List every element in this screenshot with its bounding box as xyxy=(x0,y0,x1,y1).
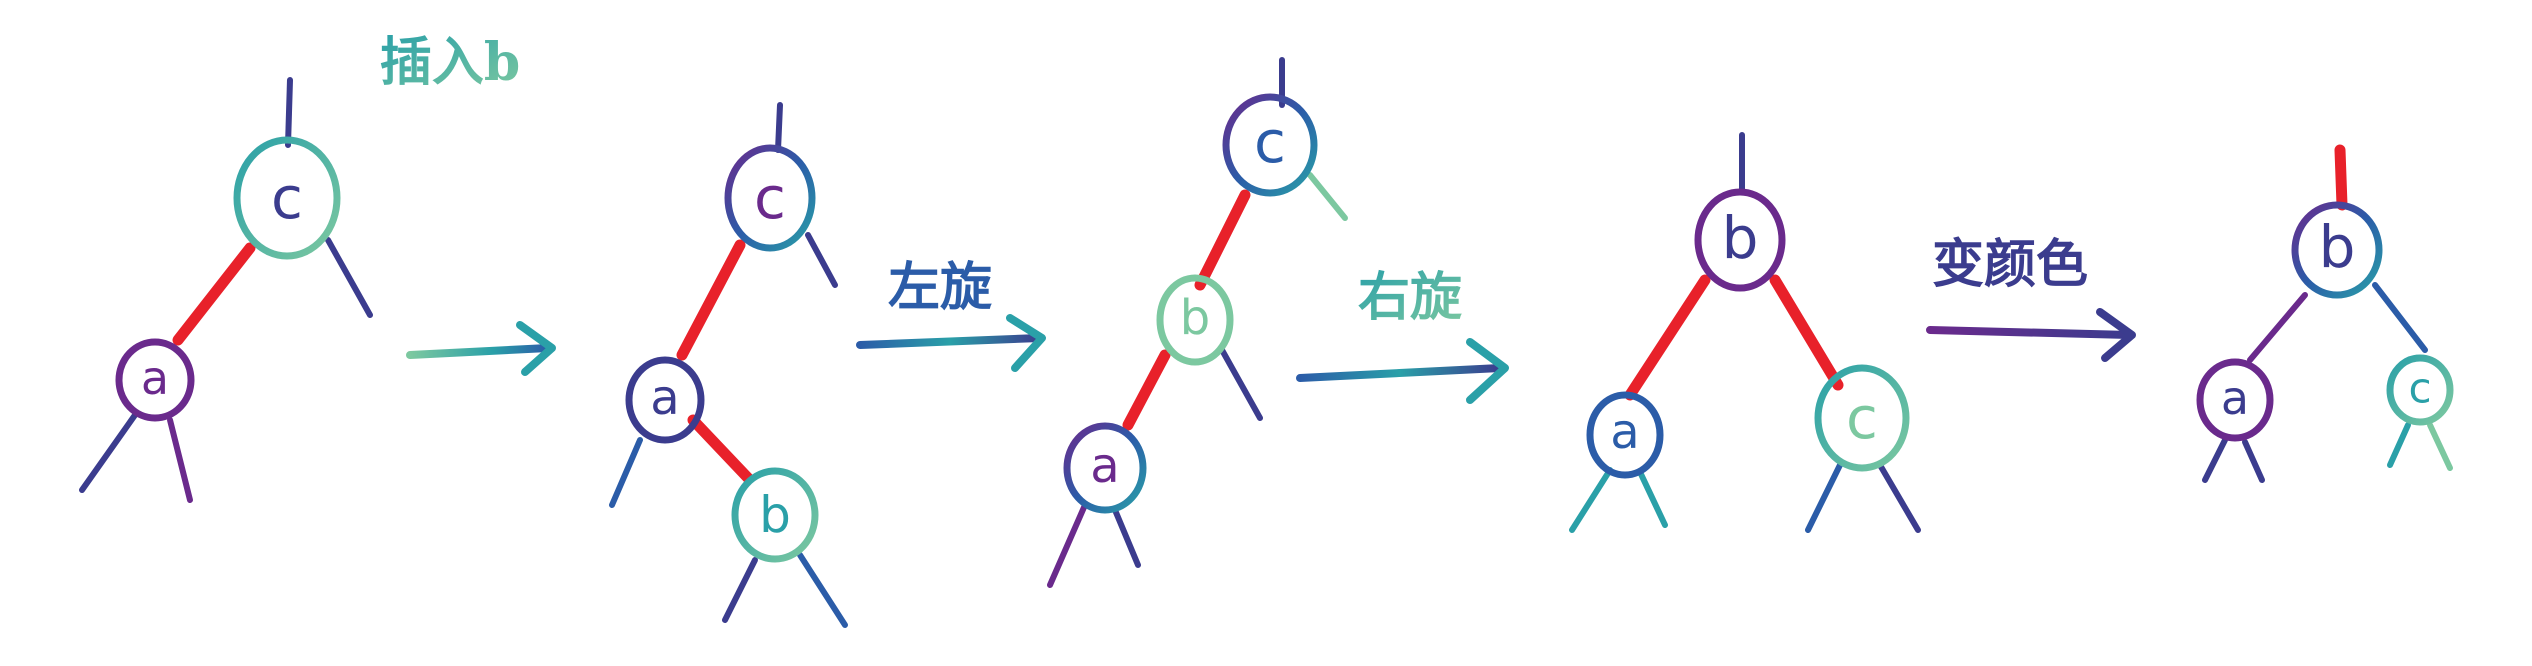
step-5-tree: b a c xyxy=(2196,144,2454,483)
node-b: b xyxy=(2319,213,2356,281)
transition-2-arrow: 左旋 xyxy=(856,257,1046,372)
node-b: b xyxy=(1722,204,1759,272)
transition-2-label: 左旋 xyxy=(888,257,992,318)
transition-3-label: 右旋 xyxy=(1358,267,1462,328)
step-2-tree: c a b xyxy=(609,102,848,628)
node-a: a xyxy=(141,351,169,405)
node-a: a xyxy=(1610,404,1639,460)
node-c: c xyxy=(271,164,303,232)
insert-label: 插入b xyxy=(380,32,520,93)
step-3-tree: c b a xyxy=(1047,57,1348,588)
node-c: c xyxy=(754,164,786,232)
transition-4-label: 变颜色 xyxy=(1932,234,2088,295)
node-c: c xyxy=(2408,364,2431,413)
node-c: c xyxy=(1846,384,1878,452)
node-b: b xyxy=(1180,290,1210,346)
transition-4-arrow: 变颜色 xyxy=(1926,234,2136,362)
node-c: c xyxy=(1254,108,1286,176)
node-b: b xyxy=(759,486,791,544)
step-4-tree: b a c xyxy=(1569,132,1921,533)
node-a: a xyxy=(1090,438,1119,494)
node-a: a xyxy=(650,370,679,426)
node-a: a xyxy=(2221,371,2249,425)
transition-1-arrow xyxy=(406,321,556,376)
transition-3-arrow: 右旋 xyxy=(1296,267,1509,404)
step-1-tree: c a xyxy=(79,77,373,503)
